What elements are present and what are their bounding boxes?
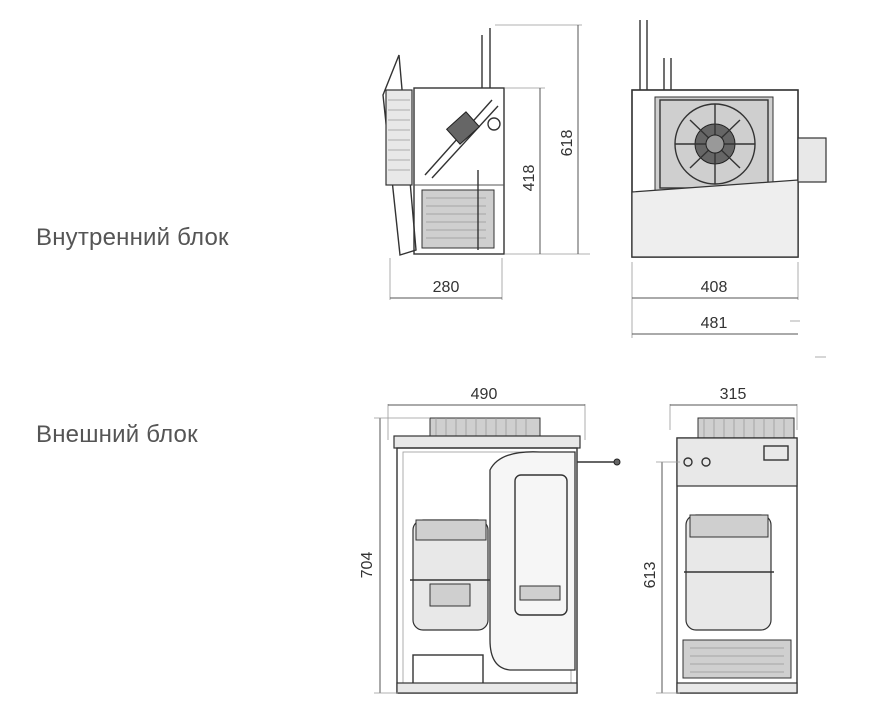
dim-outer-front-height: 704 <box>359 552 376 579</box>
inner-unit-label: Внутренний блок <box>36 224 229 251</box>
dim-outer-side-width: 315 <box>720 386 747 403</box>
dim-outer-side-height: 613 <box>642 562 659 589</box>
dim-outer-front-width: 490 <box>471 386 498 403</box>
dim-inner-front-width-total: 481 <box>701 315 728 332</box>
outer-unit-label: Внешний блок <box>36 421 198 448</box>
dim-inner-side-height-body: 418 <box>521 165 538 192</box>
inner-unit-side-view <box>382 24 590 300</box>
inner-unit-front-view <box>631 20 827 358</box>
dim-inner-front-width: 408 <box>701 279 728 296</box>
outer-unit-front-view <box>374 404 621 694</box>
dim-inner-side-height-total: 618 <box>559 130 576 157</box>
dim-inner-side-width: 280 <box>433 279 460 296</box>
outer-unit-side-view <box>656 404 798 694</box>
